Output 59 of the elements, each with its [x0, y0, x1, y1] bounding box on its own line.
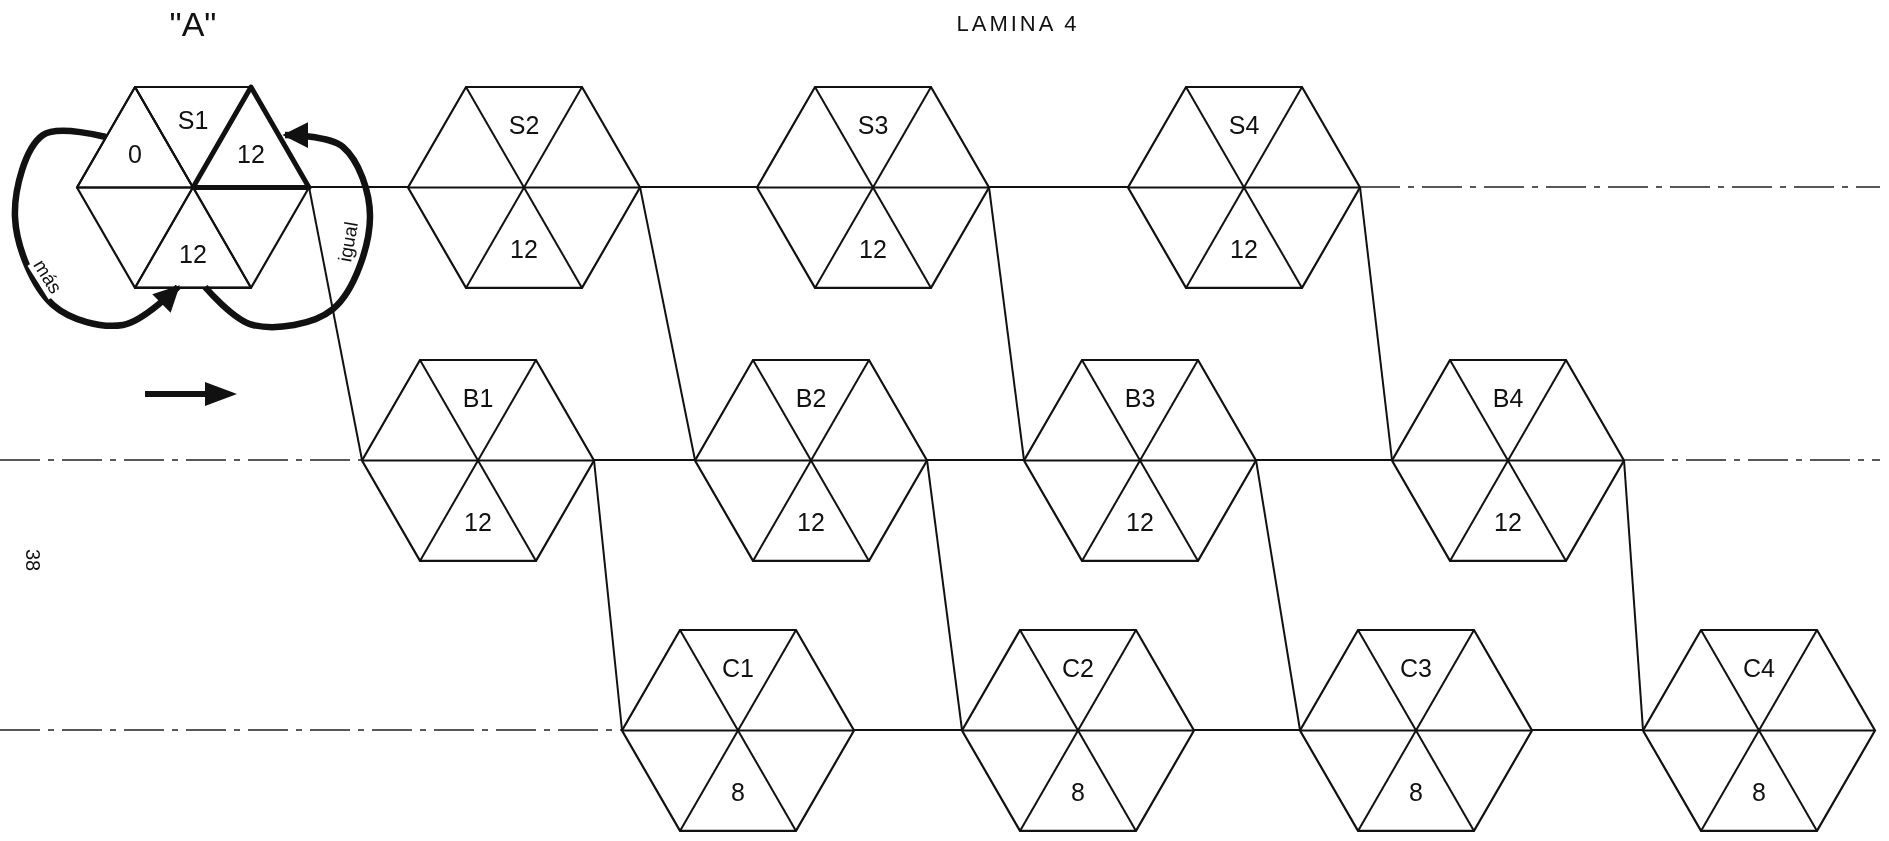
cell-label: B3	[1124, 385, 1156, 411]
connector-line	[593, 459, 696, 461]
cell-label: C4	[1743, 655, 1775, 681]
cell-label: 8	[1071, 779, 1085, 805]
hexagon-cell	[408, 86, 640, 288]
curved-arrow	[202, 122, 374, 331]
connector-line	[308, 186, 409, 188]
connector-line	[639, 186, 696, 461]
cell-label: 12	[859, 236, 887, 262]
cell-label: S3	[857, 112, 889, 138]
hexagon-cell	[962, 629, 1194, 831]
connector-line	[1359, 186, 1393, 461]
hexagon-cell	[362, 359, 594, 561]
connector-line	[853, 729, 963, 731]
cell-label: 12	[510, 236, 538, 262]
hexagon-cell	[757, 86, 989, 288]
cell-label: 12	[464, 509, 492, 535]
connector-line	[1193, 729, 1301, 731]
cell-label: 0	[128, 141, 142, 166]
hexagon-cell	[1300, 629, 1532, 831]
hexagon-cell	[1643, 629, 1875, 831]
connector-line	[926, 459, 963, 731]
cell-label: 12	[179, 241, 207, 267]
cell-label: B1	[462, 385, 494, 411]
hexagon-heading: "A"	[169, 6, 217, 41]
cell-label: 12	[1230, 236, 1258, 262]
connector-line	[1255, 459, 1301, 731]
cell-label: S1	[177, 107, 209, 133]
connector-line	[1255, 459, 1393, 461]
cell-label: C1	[722, 655, 754, 681]
cell-label: B2	[795, 385, 827, 411]
hexagon-cell	[1128, 86, 1360, 288]
cell-label: 12	[237, 141, 265, 166]
connector-line	[639, 186, 758, 188]
cell-label: S4	[1228, 112, 1260, 138]
cell-label: S2	[508, 112, 540, 138]
cell-label: 8	[731, 779, 745, 805]
page-number: 38	[20, 548, 44, 572]
connector-line	[988, 186, 1129, 188]
connector-line	[926, 459, 1025, 461]
cell-label: 8	[1409, 779, 1423, 805]
cell-label: 12	[797, 509, 825, 535]
curved-arrow	[11, 127, 181, 330]
connector-line	[1623, 459, 1644, 731]
cell-label: C3	[1400, 655, 1432, 681]
cell-label: 8	[1752, 779, 1766, 805]
cell-label: 12	[1126, 509, 1154, 535]
connector-line	[1531, 729, 1644, 731]
connector-line	[593, 459, 623, 731]
hexagon-cell	[695, 359, 927, 561]
connector-line	[988, 186, 1025, 461]
triangle-cell	[135, 187, 251, 288]
page-title: LAMINA 4	[956, 11, 1080, 37]
cell-label: B4	[1492, 385, 1524, 411]
hexagon-cell	[1392, 359, 1624, 561]
hexagon-cell	[1024, 359, 1256, 561]
hexagon-cell	[622, 629, 854, 831]
cell-label: C2	[1062, 655, 1094, 681]
cell-label: 12	[1494, 509, 1522, 535]
